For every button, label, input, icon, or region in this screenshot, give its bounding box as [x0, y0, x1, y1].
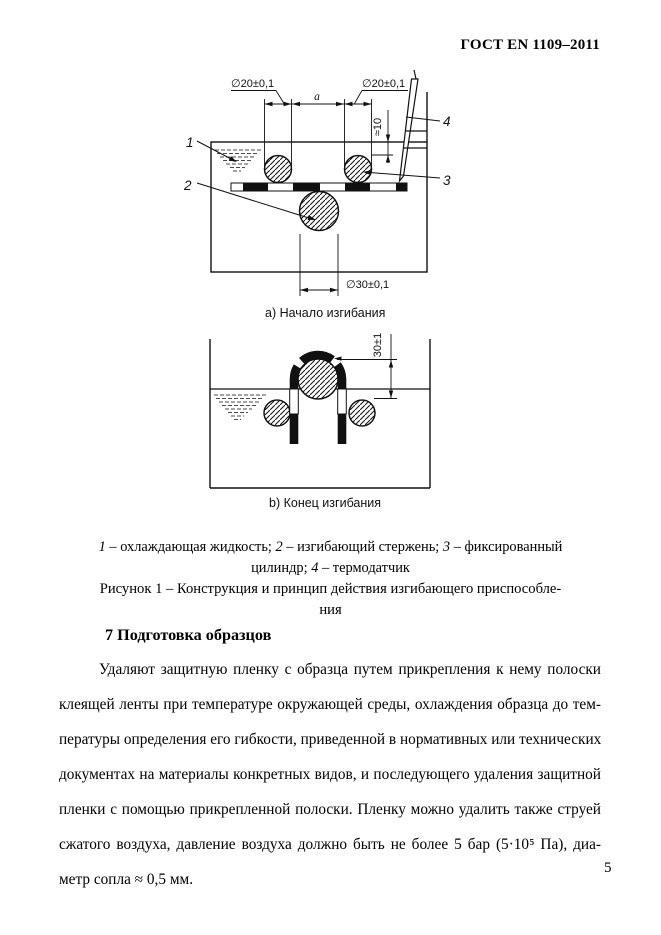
- figure-b-caption: b) Конец изгибания: [269, 496, 381, 510]
- legend-text-2: – изгибающий стержень;: [282, 539, 443, 555]
- paragraph-line: пературы определения его гибкости, приве…: [59, 731, 602, 748]
- dim-depth-text: ≈10: [372, 118, 384, 136]
- label-4-sensor: 4: [443, 114, 451, 129]
- legend-text-4b: – термодатчик: [318, 559, 410, 576]
- bending-rod: [298, 190, 340, 232]
- legend-text-3: – фиксированный: [450, 539, 563, 555]
- legend-text-1: – охлаждающая жидкость;: [105, 539, 276, 555]
- liquid-surface-hatch-b: [214, 394, 266, 420]
- figure-a-caption: а) Начало изгибания: [265, 306, 385, 320]
- section-heading: 7 Подготовка образцов: [105, 626, 272, 644]
- callout-arrowheads: [228, 156, 372, 220]
- cooling-bath-tank-b: [209, 339, 431, 489]
- dim-rod-text: ∅30±0,1: [346, 279, 389, 291]
- body-paragraph: Удаляют защитную пленку с образца путем …: [59, 652, 601, 897]
- top-dimension-lines: [231, 90, 408, 170]
- liquid-surface-hatch: [215, 149, 262, 172]
- label-2-rod: 2: [183, 178, 192, 193]
- specimen-strip: [230, 182, 408, 192]
- depth-dimension-arrows: [385, 134, 391, 163]
- fixed-cylinders: [263, 154, 373, 184]
- legend-num-3: 3: [442, 539, 451, 555]
- dim-height-text: 30±1: [372, 333, 384, 357]
- side-cylinders: [263, 399, 376, 427]
- paragraph-line: пленки с помощью прикрепленной полоски. …: [59, 801, 601, 818]
- paragraph-line: клеящей ленты при температуре окружающей…: [59, 696, 601, 713]
- bent-specimen: [289, 350, 347, 444]
- figure-caption-line1: Рисунок 1 – Конструкция и принцип действ…: [99, 581, 562, 597]
- rod-dimension-arrows: [300, 287, 338, 293]
- figure-caption-line2: ния: [319, 602, 342, 618]
- label-3-cylinder: 3: [443, 173, 451, 188]
- dim-span-text: a: [314, 91, 320, 103]
- paragraph-line: документах на материалы конкретных видов…: [59, 766, 601, 783]
- paragraph-line: Удаляют защитную пленку с образца путем …: [99, 661, 601, 678]
- legend-num-1: 1: [98, 539, 106, 555]
- callout-leaders: [196, 116, 441, 219]
- paragraph-line: метр сопла ≈ 0,5 мм.: [59, 871, 194, 888]
- document-header: ГОСТ EN 1109–2011: [460, 37, 600, 53]
- figure-b-drawing: 30±1 b) Конец изгибания: [209, 333, 431, 510]
- label-1-liquid: 1: [186, 135, 194, 150]
- rod-dimension: [299, 234, 339, 296]
- legend-text-4a: цилиндр;: [251, 559, 312, 576]
- page-number: 5: [604, 860, 612, 876]
- bending-rod-b: [297, 358, 339, 400]
- height-dimension-arrows: [334, 356, 394, 398]
- top-dimension-arrows: [264, 101, 372, 107]
- legend-num-2: 2: [275, 539, 283, 555]
- temperature-sensor: [398, 69, 427, 184]
- figure-legend: 1 – охлаждающая жидкость; 2 – изгибающий…: [60, 537, 601, 578]
- figure-a-drawing: ∅20±0,1 ∅20±0,1 a ≈10 ∅30±0,1: [183, 69, 451, 320]
- dim-right-roller-text: ∅20±0,1: [362, 78, 405, 90]
- dim-left-roller-text: ∅20±0,1: [231, 78, 274, 90]
- cooling-bath-tank: [210, 92, 428, 273]
- paragraph-line: сжатого воздуха, давление воздуха должно…: [59, 836, 601, 853]
- figure-caption: Рисунок 1 – Конструкция и принцип действ…: [60, 579, 601, 621]
- legend-num-4: 4: [311, 559, 319, 576]
